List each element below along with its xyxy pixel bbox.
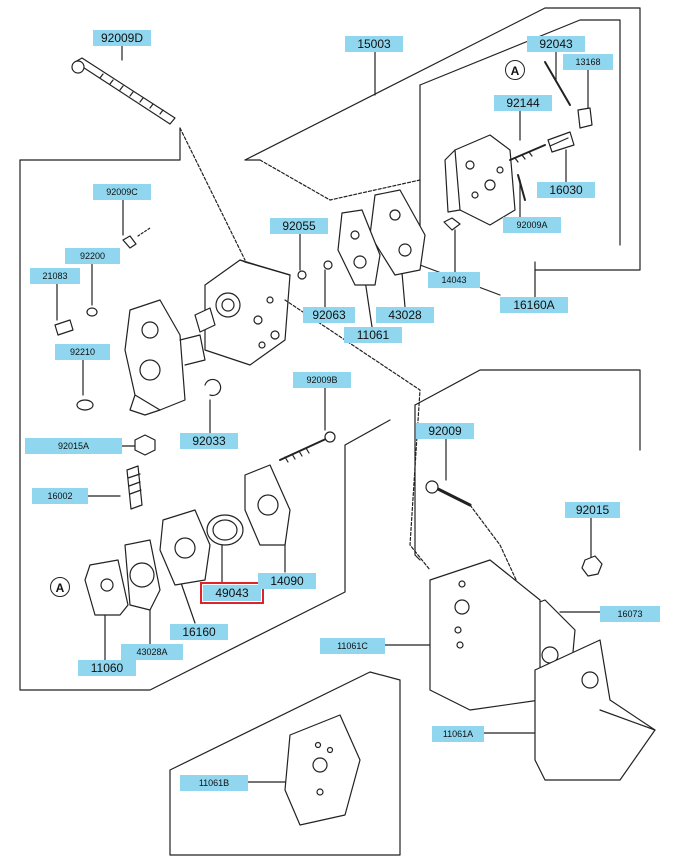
spring-16030 (547, 131, 575, 153)
label-92033: 92033 (180, 433, 238, 449)
label-92009b: 92009B (293, 372, 351, 388)
label-14043: 14043 (428, 272, 480, 288)
label-92009c: 92009C (93, 184, 151, 200)
label-14090: 14090 (258, 573, 316, 589)
frame-main (19, 127, 181, 161)
label-92144: 92144 (494, 95, 552, 111)
cover-14090 (244, 464, 291, 546)
label-92055: 92055 (270, 218, 328, 234)
label-11061b: 11061B (180, 775, 248, 791)
pump-body (454, 134, 516, 226)
label-92009a: 92009A (503, 217, 561, 233)
label-16030: 16030 (537, 182, 595, 198)
label-16002: 16002 (32, 488, 88, 504)
label-16160a: 16160A (500, 297, 568, 313)
callout-a-bottom: A (50, 577, 70, 597)
label-92015: 92015 (565, 502, 620, 518)
plate-11061c (429, 559, 541, 711)
label-92015a: 92015A (25, 438, 122, 454)
frame-top-right (244, 7, 641, 271)
label-43028: 43028 (376, 307, 434, 323)
label-92009: 92009 (416, 423, 474, 439)
carburetor-body (204, 259, 291, 366)
bracket-11061a (534, 639, 656, 781)
frame-bottom (169, 671, 401, 856)
label-13168: 13168 (563, 54, 613, 70)
label-11061a: 11061A (432, 726, 484, 742)
label-92043: 92043 (527, 36, 585, 52)
frame-lower-right (414, 404, 421, 561)
label-49043: 49043 (200, 582, 264, 604)
label-16073: 16073 (600, 606, 660, 622)
label-11061c: 11061C (320, 638, 385, 654)
label-16160: 16160 (170, 624, 228, 640)
label-92063: 92063 (303, 307, 355, 323)
label-11061: 11061 (344, 327, 402, 343)
gasket-11061 (337, 209, 381, 286)
callout-a-top: A (505, 60, 525, 80)
label-21083: 21083 (30, 268, 80, 284)
label-92210: 92210 (55, 344, 110, 360)
throttle-assembly (124, 299, 186, 411)
label-92200: 92200 (65, 248, 120, 264)
label-15003: 15003 (345, 36, 403, 52)
needle-16002 (126, 465, 143, 510)
body-16160 (159, 509, 211, 586)
label-11060: 11060 (78, 660, 136, 676)
label-43028a: 43028A (121, 644, 183, 660)
diaphragm-49043 (206, 514, 244, 546)
gasket-11061b (284, 714, 361, 826)
label-92009d: 92009D (93, 30, 151, 46)
